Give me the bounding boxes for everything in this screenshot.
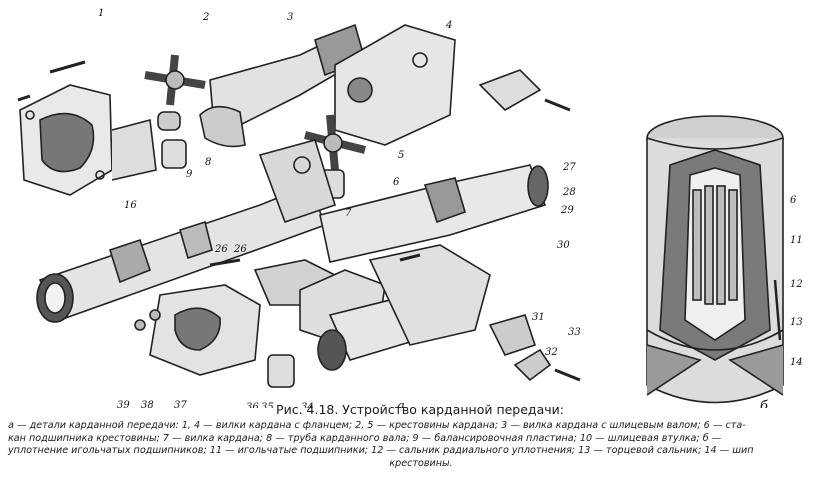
- shaft-tube-8: [36, 139, 336, 323]
- sub-figure-label-b: б: [760, 399, 768, 408]
- universal-cross-2: [144, 54, 206, 169]
- sub-figure-label-a: а: [397, 399, 405, 408]
- callout: 6: [393, 177, 400, 188]
- figure-caption: Рис. 4.18. Устройство карданной передачи…: [276, 402, 564, 417]
- callout: 1: [98, 8, 104, 19]
- callout: 34: [301, 402, 314, 408]
- callout: 12: [790, 279, 803, 290]
- callout: 5: [398, 150, 404, 161]
- callout: 37: [174, 400, 187, 408]
- figure-legend: а — детали карданной передачи: 1, 4 — ви…: [8, 420, 834, 470]
- callout: 26: [233, 244, 247, 255]
- legend-line: крестовины.: [389, 457, 453, 469]
- flange-yoke-4: [334, 24, 571, 146]
- lower-yoke-assembly: [134, 244, 581, 388]
- callout: 7: [345, 208, 352, 219]
- splined-yoke-3: [199, 23, 366, 148]
- callout: 9: [186, 169, 193, 180]
- callout: 39: [117, 400, 130, 408]
- callout: 27: [562, 162, 576, 173]
- flange-yoke-1: [17, 60, 157, 196]
- callout: 8: [205, 157, 211, 168]
- bearing-cutaway-view: [646, 115, 784, 404]
- callout: 26: [214, 244, 228, 255]
- callout: 6: [790, 195, 797, 206]
- callout: 11: [790, 235, 803, 246]
- legend-line: кан подшипника крестовины; 7 — вилка кар…: [8, 432, 722, 444]
- callout: 2: [202, 12, 209, 23]
- callout: 28: [562, 187, 576, 198]
- callout-labels-right: 6 11 12 13 14: [790, 195, 803, 368]
- callout: 30: [557, 240, 570, 251]
- callout: 38: [141, 400, 154, 408]
- callout-labels-left: 1 2 3 4 5 6 7 8 9 16 26 26 27 28 29 30 3…: [98, 8, 581, 408]
- legend-line: уплотнение игольчатых подшипников; 11 — …: [8, 445, 754, 457]
- callout: 4: [445, 20, 452, 31]
- shaft-tube-27: [319, 164, 549, 263]
- driveshaft-exploded-view: [17, 23, 581, 388]
- callout: 13: [790, 317, 803, 328]
- legend-line: а — детали карданной передачи: 1, 4 — ви…: [8, 420, 746, 431]
- callout: 3: [287, 12, 293, 23]
- callout: 14: [790, 357, 803, 368]
- callout: 31: [532, 312, 545, 323]
- callout: 29: [560, 205, 574, 216]
- callout: 35: [261, 402, 274, 408]
- figure-drawing: 1 2 3 4 5 6 7 8 9 16 26 26 27 28 29 30 3…: [17, 8, 803, 408]
- callout: 16: [124, 200, 137, 211]
- callout: 32: [545, 347, 558, 358]
- callout: 36: [246, 402, 259, 408]
- callout: 33: [568, 327, 581, 338]
